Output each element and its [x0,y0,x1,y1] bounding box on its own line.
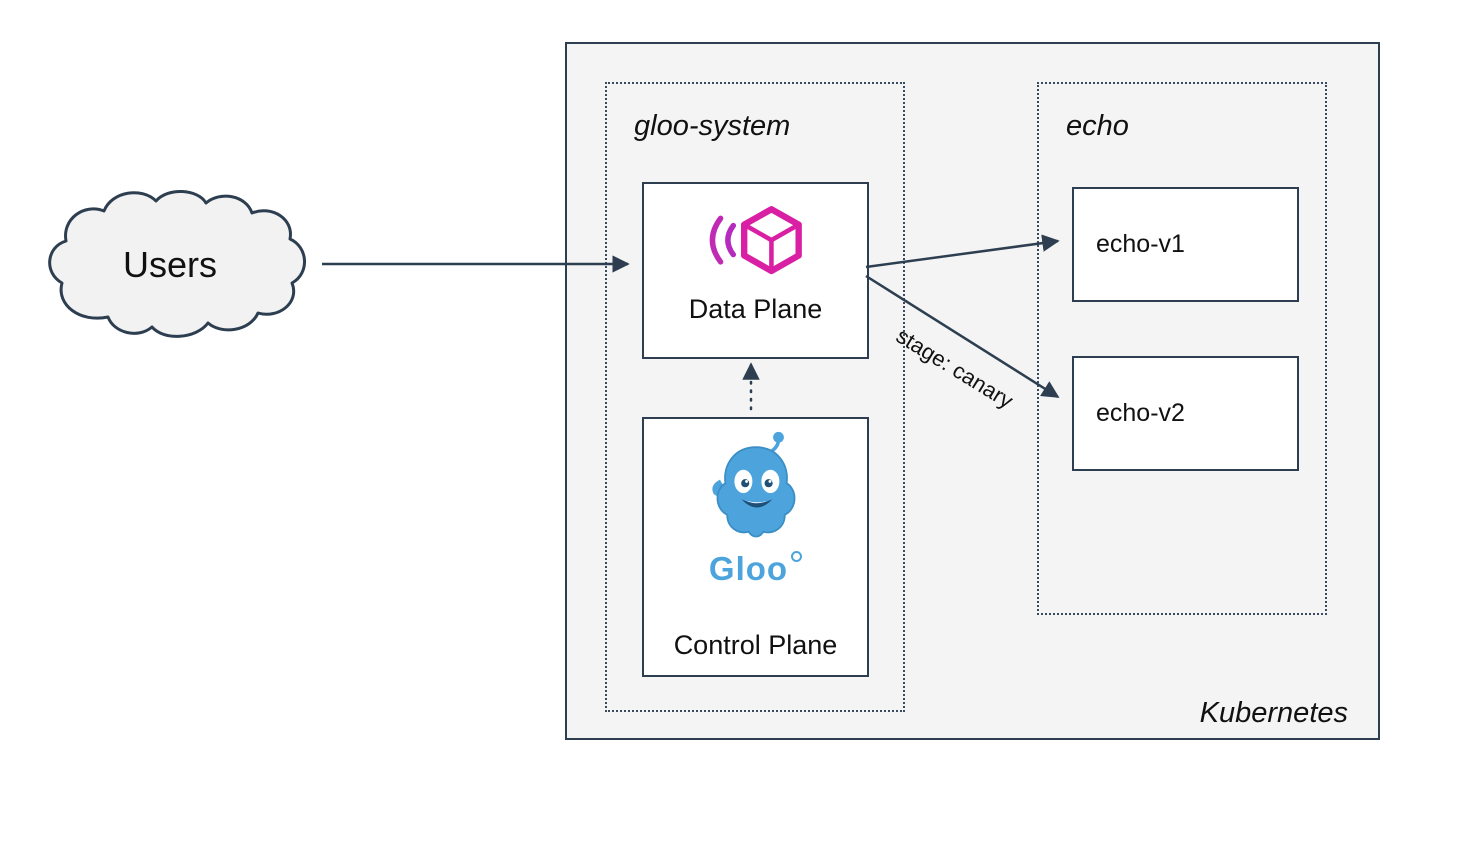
gloo-wordmark: Gloo [709,550,802,588]
cloud-shape-icon [48,189,306,338]
control-plane-box: Gloo Control Plane [642,417,869,677]
gloo-gateway-icon [697,200,815,282]
echo-v2-box: echo-v2 [1072,356,1299,471]
echo-v2-label: echo-v2 [1096,399,1185,427]
gloo-mascot-icon [693,431,819,548]
echo-label: echo [1066,110,1129,142]
gloo-system-label: gloo-system [634,110,791,142]
kubernetes-label: Kubernetes [1199,697,1348,729]
control-plane-label: Control Plane [673,630,838,660]
users-label: Users [122,244,217,285]
echo-v1-box: echo-v1 [1072,187,1299,302]
echo-box: echo echo-v1 echo-v2 [1037,82,1327,615]
echo-v1-label: echo-v1 [1096,230,1185,258]
data-plane-box: Data Plane [642,182,869,359]
gloo-system-box: gloo-system Data Plane [605,82,905,712]
data-plane-label: Data Plane [688,294,823,324]
users-cloud: Users [40,185,325,350]
